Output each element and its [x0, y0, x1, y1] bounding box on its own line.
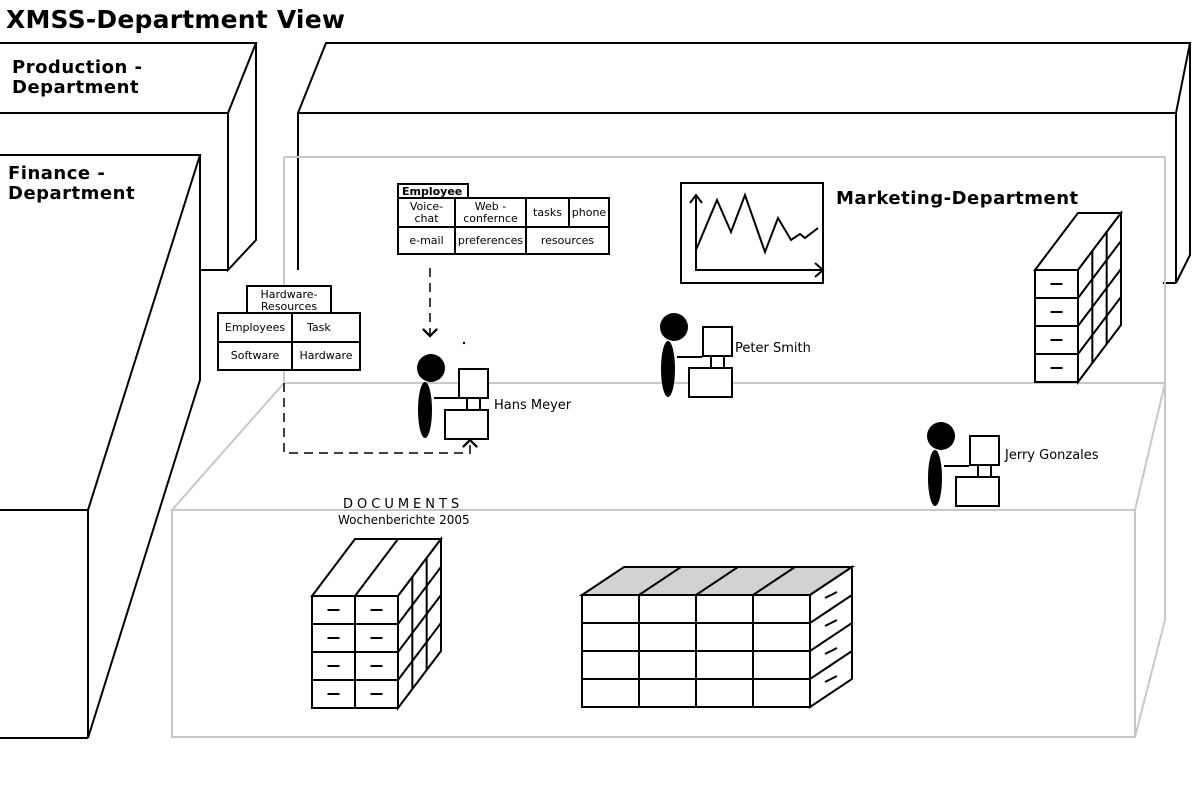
- person-label-jerry-gonzales: Jerry Gonzales: [1005, 448, 1099, 463]
- employee-table: Voice- chat Web - confernce tasks phone …: [397, 197, 610, 255]
- documents-cabinet: [309, 536, 444, 711]
- person-label-hans-meyer: Hans Meyer: [494, 398, 572, 413]
- marketing-department-label: Marketing-Department: [836, 188, 1079, 209]
- employee-cell-tasks: tasks: [533, 205, 562, 219]
- person-figure-jerry-gonzales: [927, 422, 1000, 507]
- production-department-block: [0, 42, 258, 273]
- page-title: XMSS-Department View: [6, 5, 346, 34]
- finance-department-block: [0, 154, 202, 739]
- hardware-resources-table: Employees Task Software Hardware: [217, 312, 361, 371]
- person-body-icon: [928, 450, 942, 506]
- finance-department-label: Finance - Department: [8, 163, 136, 204]
- hardware-cell-software: Software: [230, 349, 280, 363]
- person-label-peter-smith: Peter Smith: [735, 341, 811, 356]
- hardware-cell-employees: Employees: [224, 320, 286, 334]
- person-body-icon: [418, 382, 432, 438]
- drawer-handle-icon: [824, 619, 838, 627]
- person-body-icon: [661, 341, 675, 397]
- employee-cell-web-conference: Web - confernce: [463, 199, 518, 225]
- employee-table-header: Employee: [397, 183, 469, 199]
- archive-cabinet: [578, 565, 856, 709]
- documents-subtitle: Wochenberichte 2005: [338, 513, 470, 527]
- people-figures: [417, 313, 1000, 507]
- drawer-handle-icon: [824, 591, 838, 599]
- employee-cell-phone: phone: [571, 205, 607, 219]
- person-head-icon: [927, 422, 955, 450]
- documents-title: DOCUMENTS: [343, 497, 464, 512]
- employee-cell-preferences: preferences: [457, 233, 524, 247]
- hardware-cell-hardware: Hardware: [299, 349, 353, 363]
- chart-panel: [680, 182, 825, 284]
- drawer-handle-icon: [824, 675, 838, 683]
- hardware-cell-task: Task: [307, 320, 331, 334]
- person-figure-peter-smith: [660, 313, 733, 398]
- person-head-icon: [660, 313, 688, 341]
- computer-icon: [444, 368, 489, 440]
- room-outline: [169, 156, 1167, 738]
- employee-cell-email: e-mail: [409, 233, 444, 247]
- production-department-label: Production - Department: [12, 57, 143, 98]
- computer-icon: [688, 326, 733, 398]
- computer-icon: [955, 435, 1000, 507]
- hardware-table-header: Hardware- Resources: [246, 285, 332, 314]
- employee-cell-resources: resources: [540, 233, 595, 247]
- filing-cabinets: [309, 210, 1124, 711]
- person-head-icon: [417, 354, 445, 382]
- drawer-handle-icon: [824, 647, 838, 655]
- employee-cell-voice-chat: Voice- chat: [409, 199, 444, 225]
- dashed-connectors: [283, 268, 470, 454]
- chart-trend-line: [695, 192, 819, 255]
- person-figure-hans-meyer: [417, 354, 489, 440]
- marketing-cabinet: [1032, 210, 1124, 385]
